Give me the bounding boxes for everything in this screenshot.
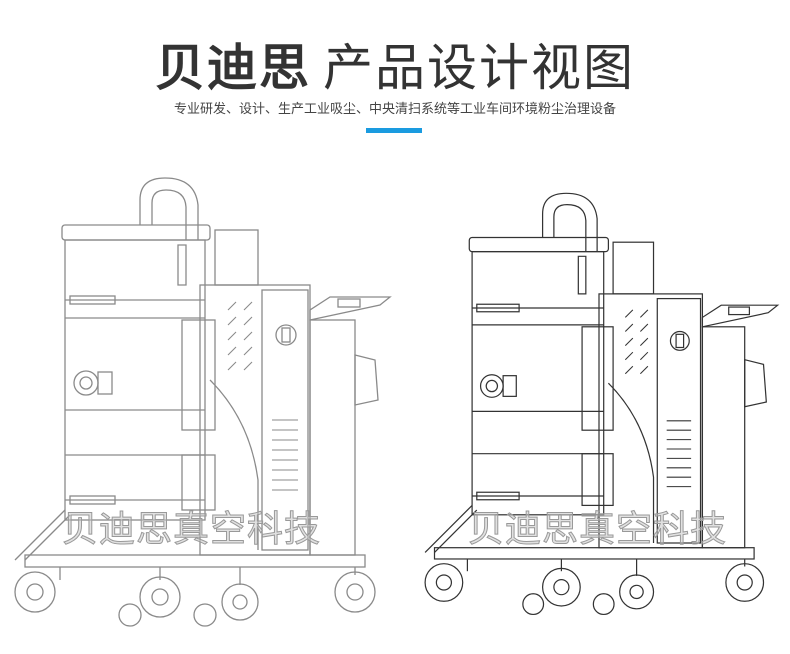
brand-name: 贝迪思: [155, 39, 311, 97]
watermark-right: 贝迪思真空科技: [467, 509, 728, 551]
watermark-left: 贝迪思真空科技: [61, 509, 322, 551]
title-text: 产品设计视图: [323, 39, 635, 97]
accent-bar: [366, 128, 422, 133]
page-title: 贝迪思产品设计视图: [0, 28, 790, 100]
industrial-vacuum-view-left: [14, 177, 391, 627]
subtitle: 专业研发、设计、生产工业吸尘、中央清扫系统等工业车间环境粉尘治理设备: [173, 102, 616, 117]
